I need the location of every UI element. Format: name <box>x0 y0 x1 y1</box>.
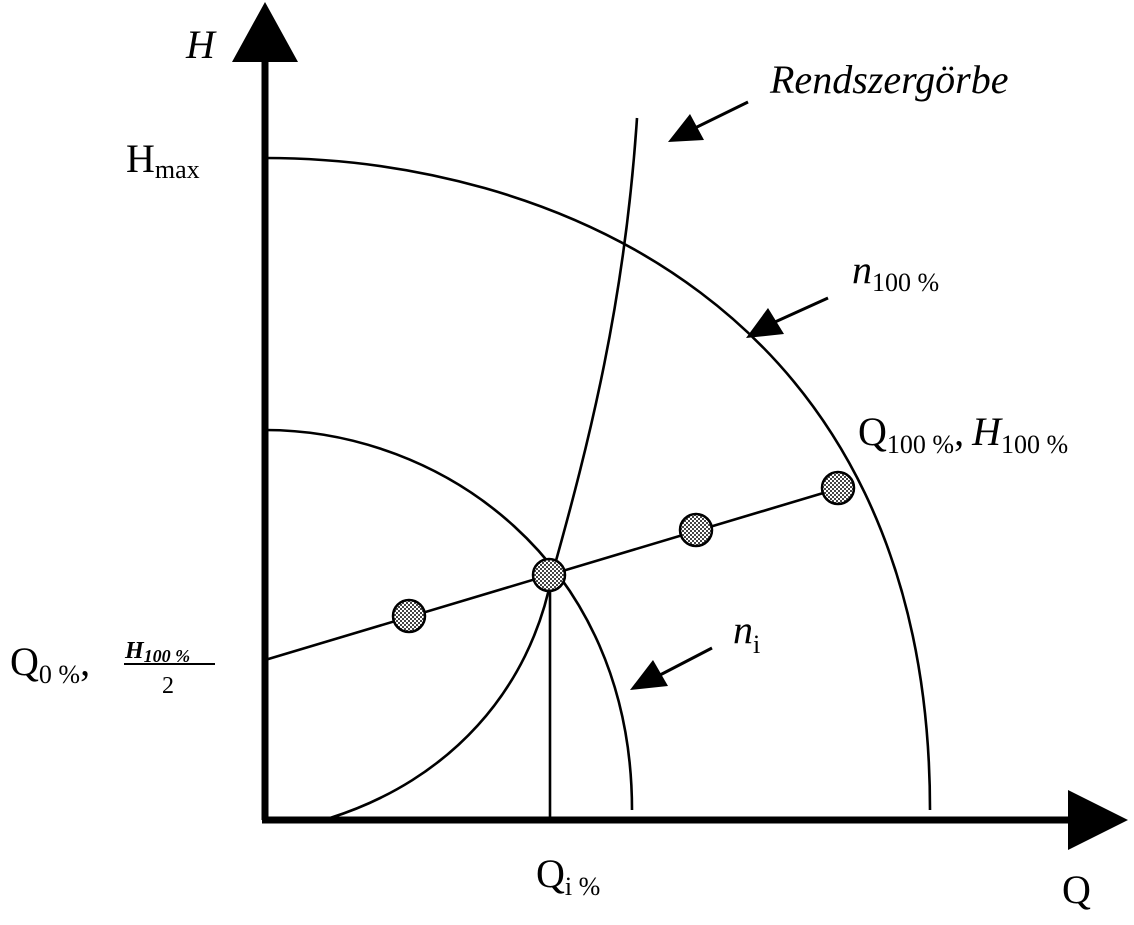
ni-label: ni <box>733 607 760 659</box>
fraction-denominator: 2 <box>162 673 174 699</box>
system-curve <box>329 117 639 820</box>
system-curve-arrow <box>668 100 749 142</box>
hmax-label: Hmax <box>126 136 200 184</box>
operating-point-3 <box>678 512 714 548</box>
x-axis-arrowhead <box>1068 790 1128 850</box>
n100-arrow <box>746 296 829 338</box>
operating-point-1 <box>391 598 427 634</box>
n100-label: n100 % <box>852 247 939 297</box>
h100-half-fraction: H100 % 2 <box>124 638 215 699</box>
pump-curve-n100 <box>264 156 932 811</box>
qi-label: Qi % <box>536 851 600 901</box>
q0-label: Q0 %, <box>10 639 90 689</box>
operating-point-2 <box>531 557 567 593</box>
pump-curve-ni <box>264 428 634 811</box>
operating-point-4 <box>820 470 856 506</box>
y-axis-arrowhead <box>232 2 298 62</box>
fraction-numerator: H <box>124 638 145 664</box>
system-curve-label: Rendszergörbe <box>769 57 1008 102</box>
y-axis-label: H <box>185 22 217 67</box>
q100-h100-label: Q100 %,H100 % <box>858 409 1068 459</box>
x-axis-label: Q <box>1062 867 1091 912</box>
ni-arrow <box>630 646 713 690</box>
svg-text:H100 %: H100 % <box>124 638 190 666</box>
